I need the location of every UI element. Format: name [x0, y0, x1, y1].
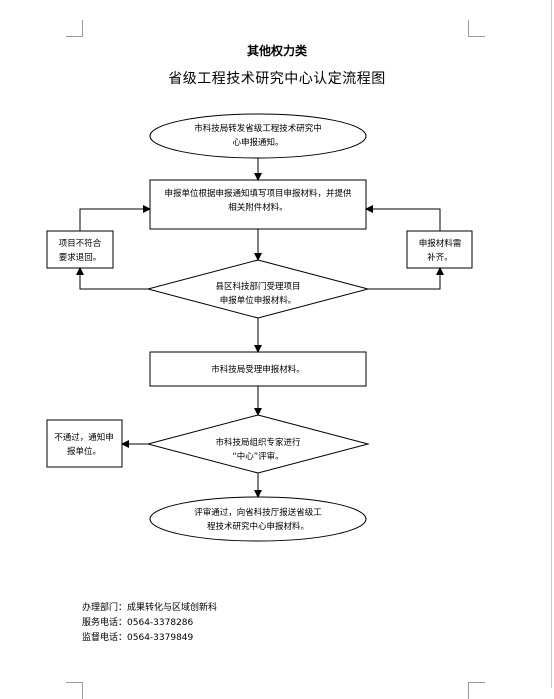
contact-info: 办理部门：成果转化与区域创新科 服务电话：0564-3378286 监督电话：0…: [82, 601, 217, 646]
corner-mark-top-right: [468, 20, 485, 37]
supplement-box: [406, 230, 473, 269]
county-decision-line-1: 县区科技部门受理项目: [215, 281, 300, 292]
review-decision-line-1: 市科技局组织专家进行: [215, 437, 301, 448]
supplement-label-line-1: 申报材料需: [419, 238, 462, 249]
supplement-label-line-2: 补齐。: [427, 252, 453, 263]
contact-supervise-row: 监督电话：0564-3379849: [82, 631, 217, 646]
contact-service-label: 服务电话：: [82, 618, 128, 628]
start-label-line-2: 心申报通知。: [232, 137, 283, 148]
county-decision-line-2: 申报单位申报材料。: [220, 295, 297, 306]
contact-dept-row: 办理部门：成果转化与区域创新科: [82, 601, 217, 616]
corner-mark-top-left: [66, 20, 83, 37]
end-label-line-2: 程技术研究中心申报材料。: [207, 521, 309, 532]
reject-label-line-1: 项目不符合: [59, 238, 102, 249]
arrow-supplement-to-apply: [365, 205, 441, 231]
apply-label-line-2: 相关附件材料。: [228, 202, 288, 213]
document-title: 省级工程技术研究中心认定流程图: [168, 71, 386, 87]
document-heading: 其他权力类: [246, 44, 307, 58]
start-ellipse: [149, 113, 367, 159]
contact-service-value: 0564-3378286: [127, 618, 194, 628]
city-accept-label: 市科技局受理申报材料。: [211, 364, 305, 375]
contact-dept-value: 成果转化与区域创新科: [127, 603, 218, 613]
contact-service-row: 服务电话：0564-3378286: [82, 616, 217, 631]
arrow-county-to-supplement: [368, 267, 444, 290]
end-ellipse: [149, 496, 367, 542]
contact-dept-label: 办理部门：: [82, 603, 128, 613]
reject-label-line-2: 要求退回。: [59, 252, 102, 263]
fail-label-line-1: 不通过，通知申: [54, 432, 114, 443]
start-label-line-1: 市科技局转发省级工程技术研究中: [194, 123, 322, 134]
fail-label-line-2: 报单位。: [67, 446, 101, 457]
contact-supervise-value: 0564-3379849: [127, 633, 194, 643]
apply-label-line-1: 申报单位根据申报通知填写项目申报材料，并提供: [164, 188, 352, 199]
arrow-reject-to-apply: [79, 205, 151, 231]
end-label-line-1: 评审通过，向省科技厅报送省级工: [194, 507, 322, 518]
contact-supervise-label: 监督电话：: [82, 633, 128, 643]
arrow-county-to-reject: [76, 267, 148, 290]
reject-box: [46, 230, 114, 269]
review-decision-line-2: “中心”评审。: [232, 451, 283, 462]
fail-box: [46, 419, 123, 468]
page-edge: [551, 0, 552, 688]
